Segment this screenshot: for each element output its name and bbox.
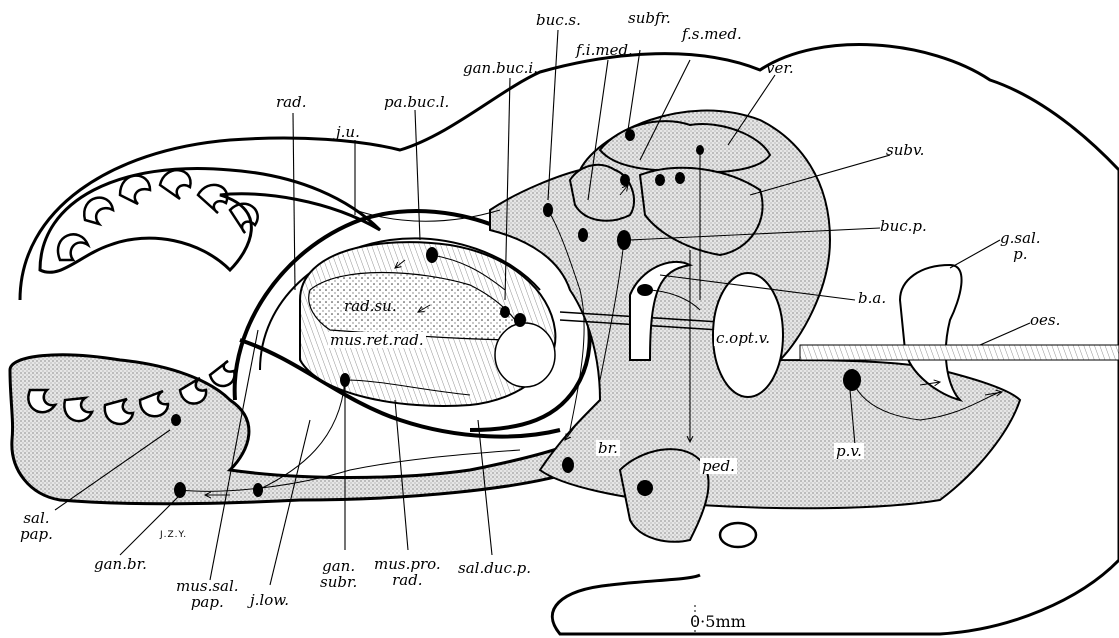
artist-initials: J.Z.Y.: [160, 530, 187, 540]
label-mus-ret-rad: mus.ret.rad.: [328, 332, 426, 348]
label-ver: ver.: [766, 60, 794, 76]
label-pap: pap.: [20, 526, 53, 542]
label-rad: rad.: [276, 94, 306, 110]
label-gan-br: gan.br.: [94, 556, 147, 572]
label-mus-pro-rad-line2: rad.: [374, 572, 441, 588]
label-buc-p: buc.p.: [880, 218, 927, 234]
label-gan: gan.: [320, 558, 357, 574]
scale-bar-label: 0·5mm: [690, 612, 746, 631]
label-buc-s: buc.s.: [536, 12, 581, 28]
label-mus-sal-pap: mus.sal. pap.: [176, 578, 239, 610]
label-g-sal-p-line2: p.: [1000, 246, 1041, 262]
label-subfr: subfr.: [628, 10, 671, 26]
body-outline: [20, 45, 1119, 634]
buccal-mass-round: [495, 323, 555, 387]
label-subv: subv.: [886, 142, 924, 158]
label-c-opt-v: c.opt.v.: [714, 330, 772, 346]
label-b-a: b.a.: [858, 290, 886, 306]
label-subr: subr.: [320, 574, 357, 590]
oesophagus: [800, 345, 1119, 360]
label-g-sal-p: g.sal. p.: [1000, 230, 1041, 262]
label-mus-sal-pap-line2: pap.: [176, 594, 239, 610]
label-ped: ped.: [700, 458, 737, 474]
label-sal-duc-p: sal.duc.p.: [458, 560, 531, 576]
label-g-sal: g.sal.: [1000, 230, 1041, 246]
label-mus-sal: mus.sal.: [176, 578, 239, 594]
label-f-i-med: f.i.med.: [576, 42, 633, 58]
label-sal: sal.: [20, 510, 53, 526]
label-p-v: p.v.: [834, 443, 864, 459]
lower-fold: [620, 449, 709, 542]
label-pa-buc-l: pa.buc.l.: [384, 94, 449, 110]
label-br: br.: [596, 440, 620, 456]
label-rad-su: rad.su.: [344, 298, 397, 314]
label-oes: oes.: [1030, 312, 1060, 328]
label-j-u: j.u.: [336, 124, 360, 140]
label-sal-pap: sal. pap.: [20, 510, 53, 542]
label-gan-subr: gan. subr.: [320, 558, 357, 590]
label-mus-pro: mus.pro.: [374, 556, 441, 572]
label-mus-pro-rad: mus.pro. rad.: [374, 556, 441, 588]
label-j-low: j.low.: [250, 592, 289, 608]
small-hole: [720, 523, 756, 547]
label-gan-buc-i: gan.buc.i.: [463, 60, 538, 76]
label-f-s-med: f.s.med.: [682, 26, 742, 42]
